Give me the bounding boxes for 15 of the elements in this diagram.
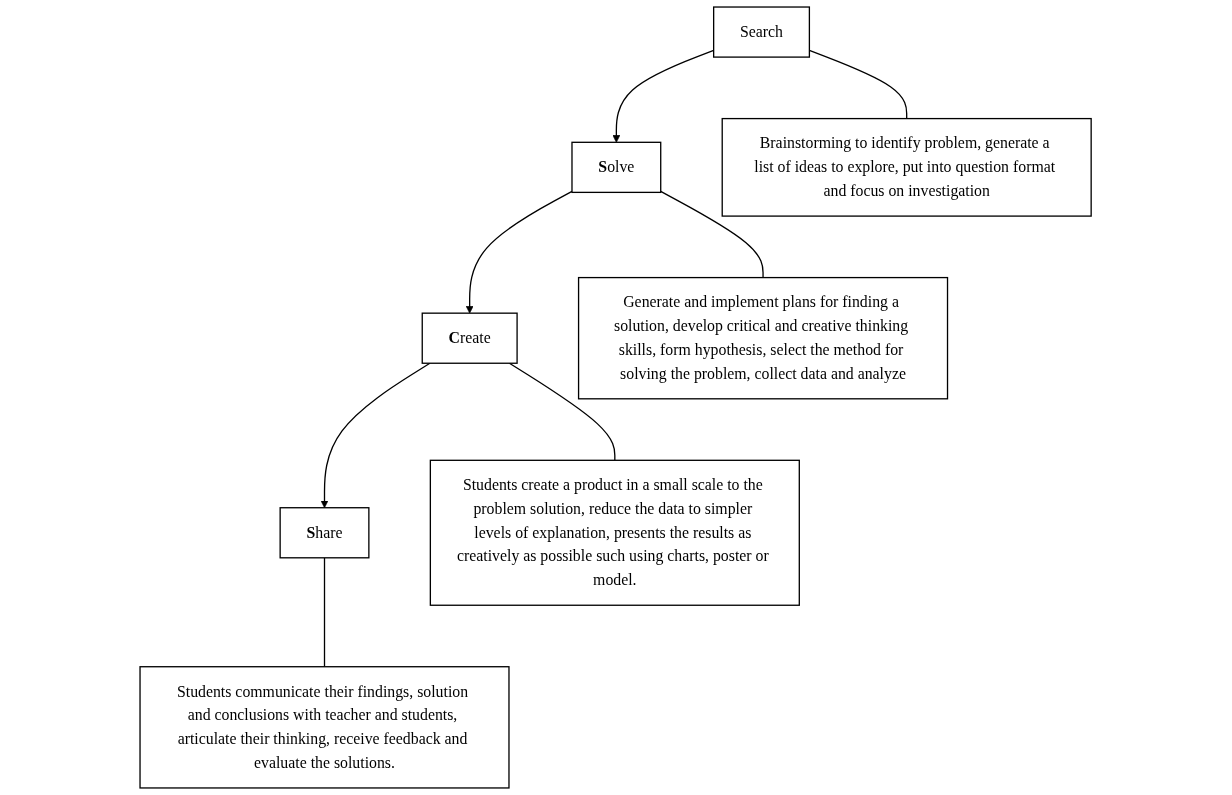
arrow: [321, 362, 431, 509]
connector: [509, 362, 616, 461]
connector: [660, 190, 765, 279]
node-box: Students create a product in a small scale to the problem solution, reduce the data to simpler levels of explanation, presents the results as creatively as possible such using charts, poster or model.: [430, 459, 801, 606]
node-box: Generate and implement plans for finding a solution, develop critical and creative thinking skills, form hypothesis, select the method for solving the problem, collect data and analyze: [578, 276, 949, 400]
node-box: Search: [713, 6, 811, 58]
node-box: Share: [279, 507, 370, 559]
connector: [324, 557, 326, 668]
arrow: [466, 190, 574, 314]
node-box: Students communicate their findings, solution and conclusions with teacher and students, articulate their thinking, receive feedback and evaluate the solutions.: [139, 666, 511, 789]
node-box: Create: [422, 312, 519, 364]
connector: [809, 49, 908, 120]
arrow: [612, 49, 715, 143]
node-box: Solve: [571, 141, 662, 194]
node-box: Brainstorming to identify problem, generate a list of ideas to explore, put into question format and focus on investigation: [721, 117, 1093, 217]
